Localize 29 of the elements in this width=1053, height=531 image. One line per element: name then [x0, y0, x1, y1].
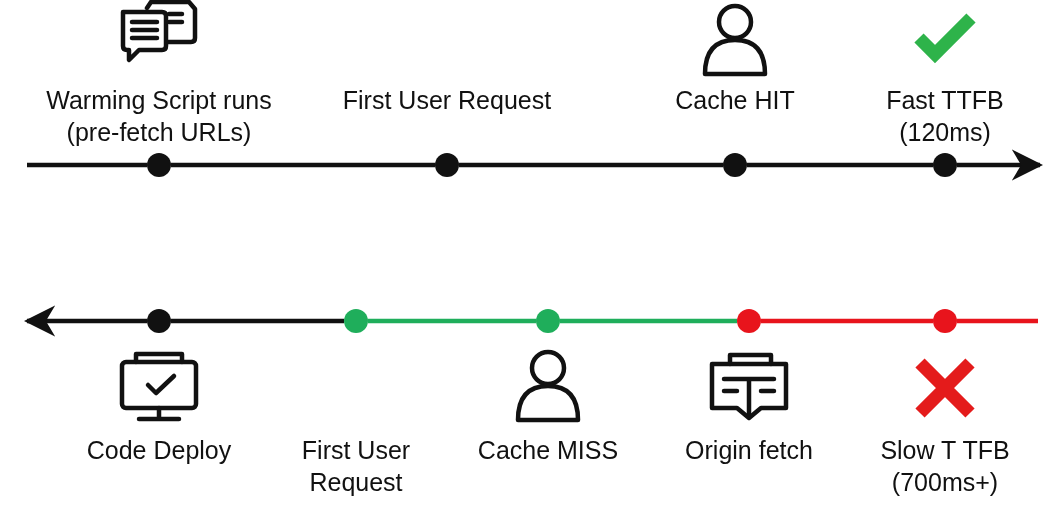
timeline-dot — [933, 309, 957, 333]
event-label: Origin fetch — [685, 435, 813, 466]
event-label: First User Request — [300, 435, 412, 498]
timeline-segment — [171, 318, 344, 324]
timeline-arrow — [23, 305, 147, 337]
timeline-segment — [747, 162, 933, 168]
event-label: First User Request — [342, 85, 552, 116]
timeline-dot — [147, 153, 171, 177]
event-label: Warming Script runs (pre-fetch URLs) — [45, 85, 273, 148]
timeline-dot — [536, 309, 560, 333]
timeline-dot — [147, 309, 171, 333]
timeline-dot — [933, 153, 957, 177]
timeline-arrow — [957, 149, 1044, 181]
timeline-segment — [171, 162, 435, 168]
timeline-segment — [761, 318, 933, 324]
timeline-segment — [459, 162, 723, 168]
timeline-dot — [723, 153, 747, 177]
event-label: Code Deploy — [86, 435, 232, 466]
timeline-segment — [957, 318, 1038, 324]
timeline-dot — [435, 153, 459, 177]
timeline-segment — [560, 318, 737, 324]
timeline-segment — [27, 162, 147, 168]
timeline-dot — [344, 309, 368, 333]
timeline-segment — [368, 318, 536, 324]
event-label: Cache MISS — [477, 435, 619, 466]
event-label: Fast TTFB (120ms) — [885, 85, 1005, 148]
timeline-dot — [737, 309, 761, 333]
event-label: Slow T TFB (700ms+) — [879, 435, 1011, 498]
event-label: Cache HIT — [675, 85, 795, 116]
